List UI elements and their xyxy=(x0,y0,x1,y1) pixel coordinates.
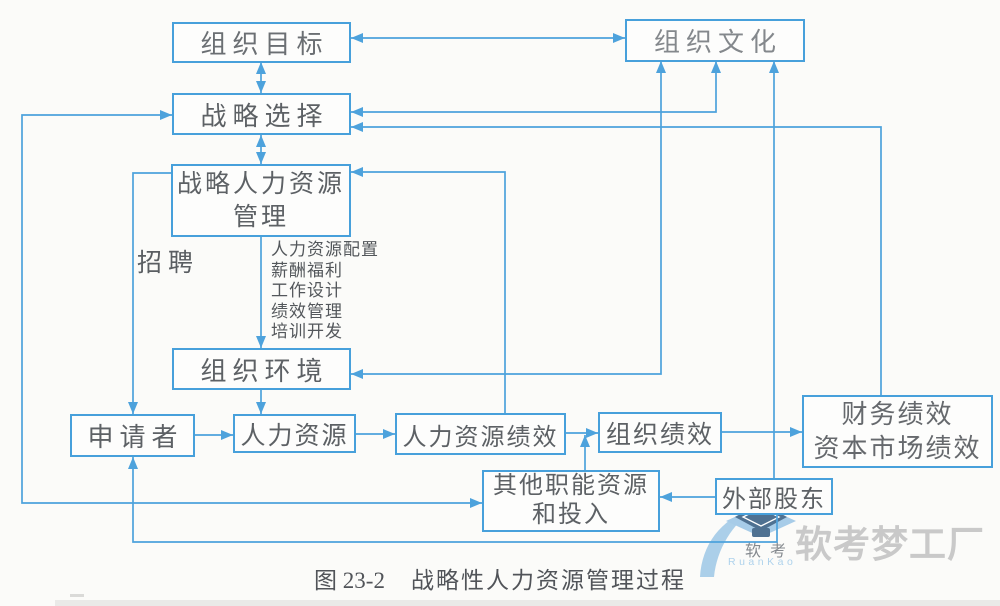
box-external-shareholders: 外部股东 xyxy=(715,478,833,515)
conn-shareholders-to-applicants xyxy=(128,457,778,543)
box-applicants: 申请者 xyxy=(70,414,195,457)
practice-item: 人力资源配置 xyxy=(271,240,379,259)
practice-item: 薪酬福利 xyxy=(271,260,343,280)
scan-artifact-dash xyxy=(70,594,84,597)
box-financial-performance: 财务绩效 资本市场绩效 xyxy=(802,395,993,468)
conn-hrperf-to-culture xyxy=(505,61,666,375)
figure-caption: 图 23-2 战略性人力资源管理过程 xyxy=(0,561,1000,595)
box-org-goals: 组织目标 xyxy=(172,22,351,63)
logo-swoosh-shape xyxy=(700,507,757,577)
practice-item: 工作设计 xyxy=(271,281,343,300)
box-org-culture: 组织文化 xyxy=(625,19,805,62)
logo-cap-base xyxy=(752,528,770,537)
conn-financial-to-strategy xyxy=(351,122,882,395)
watermark-brand-text: 软考梦工厂 xyxy=(795,524,985,565)
box-strategic-hrm: 战略人力资源 管理 xyxy=(171,164,351,237)
figure-number: 图 23-2 xyxy=(314,568,385,593)
box-hr-performance: 人力资源绩效 xyxy=(395,413,566,455)
practice-item: 培训开发 xyxy=(271,322,343,341)
box-other-functional-inputs: 其他职能资源 和投入 xyxy=(482,470,660,532)
scan-artifact-bottom-band xyxy=(55,600,1000,606)
box-org-performance: 组织绩效 xyxy=(598,412,722,453)
box-strategy-choice: 战略选择 xyxy=(172,93,351,135)
label-hr-practices-list: 人力资源配置 薪酬福利 工作设计 绩效管理 培训开发 xyxy=(271,240,379,343)
watermark-cn-text: 软考 xyxy=(745,543,796,560)
label-recruitment: 招聘 xyxy=(137,250,200,277)
conn-strategy-inputs-biarrow xyxy=(21,110,482,508)
box-human-resources: 人力资源 xyxy=(233,414,356,453)
conn-recruitment-hrm-to-applicants xyxy=(128,172,171,414)
practice-item: 绩效管理 xyxy=(271,301,343,321)
figure-title: 战略性人力资源管理过程 xyxy=(410,568,686,593)
box-org-environment: 组织环境 xyxy=(172,348,351,390)
watermark-en-text: RuanKao xyxy=(728,556,797,568)
